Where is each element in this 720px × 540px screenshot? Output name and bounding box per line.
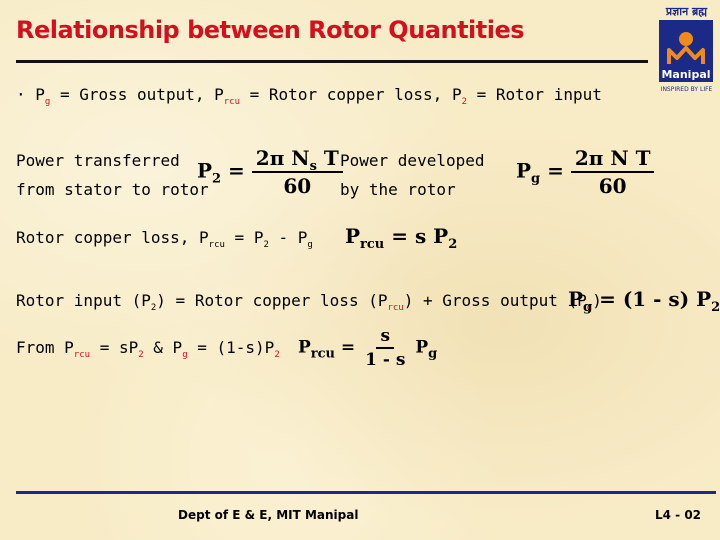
rotor-input-text-c: ) + Gross output (P — [403, 291, 587, 310]
fraction-denominator: 60 — [283, 174, 312, 198]
prcu-subscript: rcu — [223, 97, 241, 107]
eq-sign: = — [540, 158, 571, 183]
eq-lhs: P — [516, 158, 532, 183]
p2-definition: = Rotor input — [467, 85, 602, 104]
from-text-b: = sP — [90, 338, 139, 357]
logo-sun-icon — [679, 32, 693, 46]
rotor-input-text-d: ) — [592, 291, 602, 310]
eq-rhs-sub: 2 — [448, 237, 458, 252]
eq-lhs-sub: 2 — [212, 171, 222, 187]
footer-department: Dept of E & E, MIT Manipal — [178, 508, 359, 522]
pg-subscript: g — [44, 97, 51, 107]
from-text-c: & P — [143, 338, 183, 357]
fraction: s 1 - s — [361, 327, 409, 369]
num-rest: T — [316, 146, 339, 170]
eq-lhs: P — [568, 287, 584, 311]
rotor-input-equation: Pg = (1 - s) P2 — [568, 287, 720, 314]
logo-tagline: INSPIRED BY LIFE — [661, 86, 713, 93]
logo-hindi-text: प्रज्ञान ब्रह्म — [665, 5, 708, 18]
fraction-numerator: 2π N T — [570, 147, 655, 173]
copper-loss-sub-b: 2 — [263, 240, 269, 250]
copper-loss-text-c: - P — [268, 228, 308, 247]
eq-lhs-sub: rcu — [310, 346, 336, 362]
eq-rhs-sub: 2 — [711, 300, 720, 315]
eq-sign: = — [221, 158, 252, 183]
rotor-input-line: Rotor input (P2) = Rotor copper loss (Pr… — [16, 291, 602, 313]
p2-subscript: 2 — [461, 97, 467, 107]
eq-lhs: P — [345, 224, 361, 248]
eq-lhs-sub: rcu — [360, 237, 385, 252]
from-text-d: = (1-s)P — [187, 338, 275, 357]
slide-number: L4 - 02 — [655, 508, 702, 522]
prcu-definition: = Rotor copper loss, — [240, 85, 452, 104]
num-sub: s — [309, 159, 317, 174]
power-transferred-equation: P2 = 2π Ns T 60 — [197, 147, 343, 197]
pg-definition: = Gross output, — [50, 85, 215, 104]
manipal-logo: प्रज्ञान ब्रह्म Manipal INSPIRED BY LIFE — [655, 2, 718, 96]
eq-sign: = — [335, 337, 362, 358]
bullet: · — [16, 85, 26, 104]
fraction-numerator: s — [376, 327, 395, 349]
title-divider — [16, 60, 648, 63]
power-developed-equation: Pg = 2π N T 60 — [516, 147, 655, 198]
copper-loss-text-b: = P — [224, 228, 264, 247]
eq-lhs: P — [197, 158, 213, 183]
power-transferred-label-2: from stator to rotor — [16, 180, 209, 199]
definitions-line: · Pg = Gross output, Prcu = Rotor copper… — [16, 85, 602, 107]
eq-lhs-sub: g — [531, 171, 541, 187]
rotor-input-sub-b: rcu — [387, 303, 404, 313]
pg-symbol: P — [35, 85, 45, 104]
fraction-numerator: 2π Ns T — [251, 146, 343, 174]
from-sub-b: 2 — [138, 350, 144, 360]
rotor-input-text-b: ) = Rotor copper loss (P — [156, 291, 388, 310]
fraction: 2π Ns T 60 — [251, 146, 343, 198]
eq-lhs-sub: g — [583, 300, 593, 315]
fraction-denominator: 1 - s — [365, 350, 406, 370]
power-developed-label-1: Power developed — [340, 151, 485, 170]
fraction: 2π N T 60 — [570, 147, 655, 198]
logo-mark-icon — [667, 46, 705, 64]
eq-rhs: = s P — [384, 224, 449, 248]
from-sub-a: rcu — [73, 350, 91, 360]
rotor-input-sub-a: 2 — [150, 303, 157, 313]
p2-symbol: P — [451, 85, 462, 104]
footer-divider — [16, 491, 716, 494]
eq-lhs: P — [298, 337, 311, 358]
from-sub-c: g — [182, 350, 188, 360]
page-title: Relationship between Rotor Quantities — [16, 16, 525, 44]
logo-graphic: प्रज्ञान ब्रह्म Manipal INSPIRED BY LIFE — [659, 5, 713, 93]
power-developed-label-2: by the rotor — [340, 180, 456, 199]
copper-loss-text-a: Rotor copper loss, P — [16, 228, 209, 247]
copper-loss-line: Rotor copper loss, Prcu = P2 - Pg — [16, 228, 313, 250]
rotor-input-sub-c: g — [586, 303, 593, 313]
slip-equation: Prcu = s 1 - s Pg — [298, 327, 437, 369]
logo-brand-text: Manipal — [661, 68, 710, 81]
copper-loss-equation: Prcu = s P2 — [345, 224, 457, 251]
num-main: 2π N — [255, 146, 310, 170]
from-line: From Prcu = sP2 & Pg = (1-s)P2 — [16, 338, 280, 360]
copper-loss-sub-a: rcu — [208, 240, 225, 250]
eq-rhs: P — [409, 337, 429, 358]
copper-loss-sub-c: g — [307, 240, 313, 250]
from-text-a: From P — [16, 338, 74, 357]
from-sub-d: 2 — [274, 350, 280, 360]
eq-rhs-sub: g — [428, 346, 438, 362]
power-transferred-label-1: Power transferred — [16, 151, 180, 170]
fraction-denominator: 60 — [598, 174, 627, 198]
rotor-input-text-a: Rotor input (P — [16, 291, 151, 310]
eq-rhs: = (1 - s) P — [592, 287, 712, 311]
prcu-symbol: P — [214, 85, 224, 104]
